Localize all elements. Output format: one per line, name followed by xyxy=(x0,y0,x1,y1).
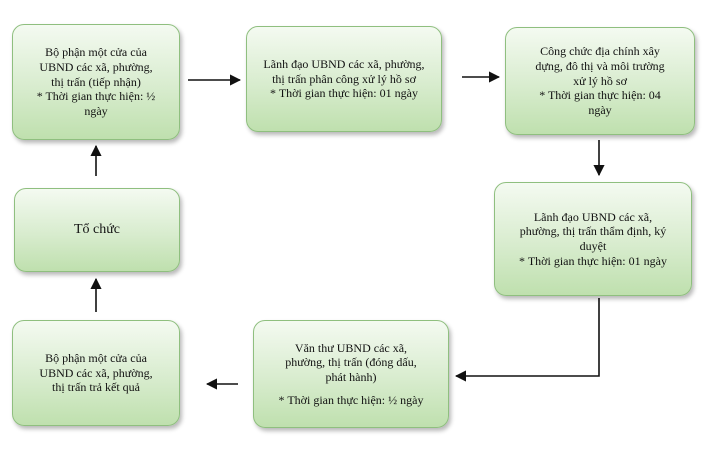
step-process-time: * Thời gian thực hiện: 04 xyxy=(539,88,661,103)
step-process-line: Công chức địa chính xây xyxy=(540,44,660,59)
step-clerk-line: phát hành) xyxy=(325,370,377,384)
step-process-line: dựng, đô thị và môi trường xyxy=(535,59,665,74)
step-clerk-time: * Thời gian thực hiện: ½ ngày xyxy=(278,392,424,407)
step-process-box: Công chức địa chính xây dựng, đô thị và … xyxy=(505,27,695,135)
step-approve-box: Lãnh đạo UBND các xã, phường, thị trấn t… xyxy=(494,182,692,296)
step-assign-time: * Thời gian thực hiện: 01 ngày xyxy=(270,86,418,101)
step-clerk-line: Văn thư UBND các xã, xyxy=(294,340,408,355)
step-assign-line: Lãnh đạo UBND các xã, phường, xyxy=(263,57,425,72)
organization-box: Tổ chức xyxy=(14,188,180,272)
step-receive-line: Bộ phận một cửa của xyxy=(45,45,147,60)
step-receive-box: Bộ phận một cửa của UBND các xã, phường,… xyxy=(12,24,180,140)
step-receive-line: thị trấn (tiếp nhận) xyxy=(51,74,141,89)
step-approve-line: phường, thị trấn thẩm định, ký xyxy=(519,224,667,239)
step-return-line: UBND các xã, phường, xyxy=(39,365,153,380)
step-assign-box: Lãnh đạo UBND các xã, phường, thị trấn p… xyxy=(246,26,442,132)
arrow-b4-to-b5 xyxy=(454,298,600,382)
step-approve-time: * Thời gian thực hiện: 01 ngày xyxy=(519,253,667,268)
step-approve-line: duyệt xyxy=(579,239,607,253)
step-process-line: xử lý hồ sơ xyxy=(573,73,627,88)
step-assign-line: thị trấn phân công xử lý hồ sơ xyxy=(272,71,416,86)
step-return-box: Bộ phận một cửa của UBND các xã, phường,… xyxy=(12,320,180,426)
step-receive-time: ngày xyxy=(84,103,108,118)
step-approve-line: Lãnh đạo UBND các xã, xyxy=(533,209,653,224)
step-return-line: Bộ phận một cửa của xyxy=(45,351,147,366)
step-receive-line: UBND các xã, phường, xyxy=(39,60,153,75)
step-clerk-box: Văn thư UBND các xã, phường, thị trấn (đ… xyxy=(253,320,449,428)
step-receive-time: * Thời gian thực hiện: ½ xyxy=(36,89,156,104)
step-clerk-line: phường, thị trấn (đóng dấu, xyxy=(285,355,417,370)
step-process-time: ngày xyxy=(588,102,612,117)
step-return-line: thị trấn trả kết quả xyxy=(52,380,140,395)
organization-label: Tổ chức xyxy=(73,222,121,238)
